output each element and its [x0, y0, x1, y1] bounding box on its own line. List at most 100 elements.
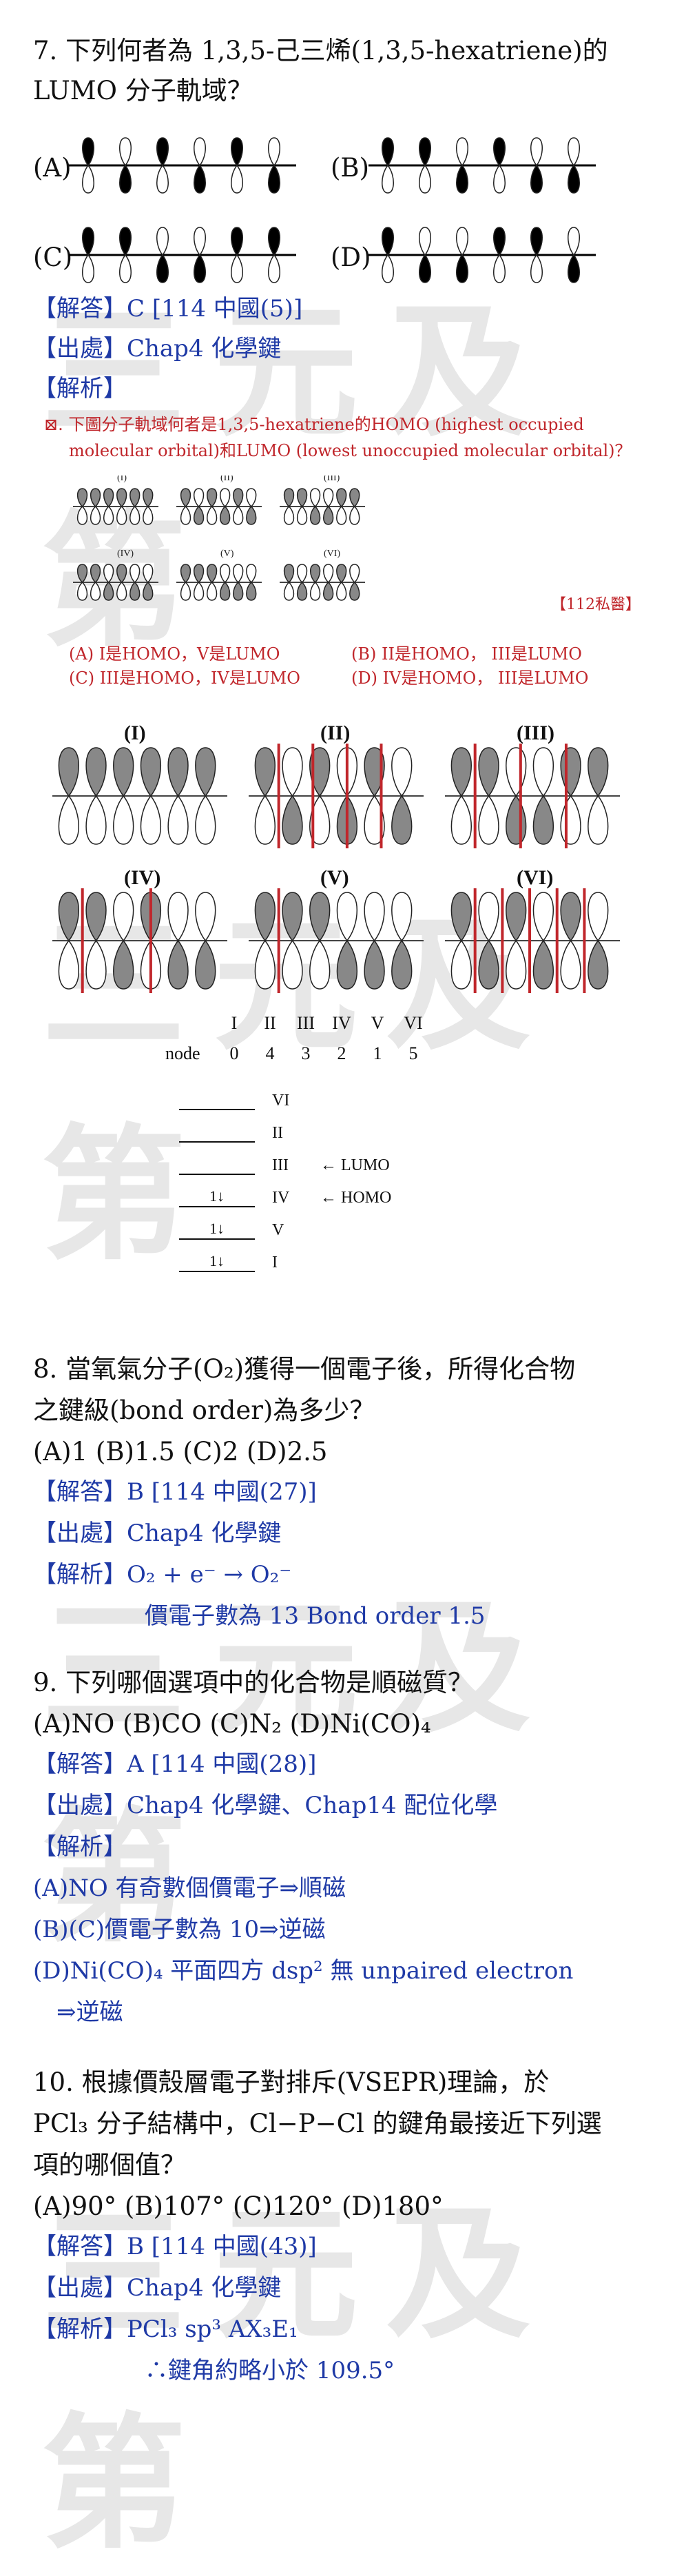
orbital-lobe — [349, 581, 360, 601]
orbital-lobe — [219, 505, 231, 525]
orbital-lobe — [364, 939, 385, 990]
orbital-lobe — [560, 892, 581, 942]
orbital-lobe — [113, 939, 134, 990]
orbital-panel-label: (V) — [320, 866, 349, 889]
orbital-lobe — [282, 939, 303, 990]
orbital-lobe — [296, 564, 308, 584]
q9-source: 【出處】Chap4 化學鍵、Chap14 配位化學 — [33, 1792, 498, 1819]
orbital-lobe — [85, 747, 107, 797]
q7-option-c-orbitals — [69, 227, 296, 283]
orbital-lobe — [143, 505, 154, 525]
orbital-lobe — [206, 564, 218, 584]
orbital-lobe — [478, 939, 499, 990]
node-table-header: IV — [332, 1013, 351, 1033]
orbital-lobe — [129, 488, 141, 508]
orbital-panel-label: (III) — [517, 722, 554, 744]
orbital-lobe — [309, 747, 331, 797]
p-orbital-lobe — [156, 254, 169, 283]
orbital-lobe — [206, 505, 218, 525]
ref-orbital-label: (VI) — [324, 549, 340, 559]
orbital-lobe — [450, 747, 473, 797]
q10-stem-line3: 項的哪個值？ — [33, 2150, 186, 2180]
orbital-lobe — [143, 564, 154, 584]
orbital-lobe — [58, 795, 80, 845]
orbital-lobe — [113, 795, 134, 845]
orbital-lobe — [588, 892, 609, 942]
p-orbital-lobe — [493, 164, 506, 194]
node-table-label: node — [165, 1043, 200, 1063]
orbital-lobe — [76, 505, 88, 525]
q7-option-a-orbitals — [69, 137, 296, 194]
p-orbital-lobe — [382, 254, 394, 283]
q7-option-b-orbitals — [368, 137, 596, 194]
p-orbital-lobe — [493, 254, 506, 283]
q7-source: 【出處】Chap4 化學鍵 — [33, 335, 282, 362]
ref-title-line1: ⊠. 下圖分子軌域何者是1,3,5-hexatriene的HOMO (highe… — [44, 415, 584, 434]
q7-stem-line2: LUMO 分子軌域？ — [33, 76, 253, 105]
orbital-lobe — [336, 505, 347, 525]
orbital-lobe — [167, 795, 189, 845]
node-table-value: 1 — [373, 1043, 382, 1063]
orbital-lobe — [336, 939, 358, 990]
orbital-lobe — [90, 488, 101, 508]
orbital-lobe — [296, 505, 308, 525]
p-orbital-lobe — [231, 137, 243, 167]
orbital-lobe — [349, 505, 360, 525]
orbital-lobe — [180, 564, 191, 584]
orbital-lobe — [506, 795, 527, 845]
orbital-lobe — [322, 488, 334, 508]
orbital-lobe — [532, 939, 554, 990]
q7-option-d-orbitals — [368, 227, 596, 283]
node-table-header: I — [231, 1013, 238, 1033]
orbital-lobe — [90, 581, 101, 601]
orbital-lobe — [233, 564, 244, 584]
orbital-lobe — [103, 564, 114, 584]
orbital-lobe — [254, 939, 276, 990]
p-orbital-lobe — [456, 164, 468, 194]
q9-options: (A)NO (B)CO (C)N₂ (D)Ni(CO)₄ — [33, 1709, 431, 1739]
orbital-lobe — [58, 747, 80, 797]
orbital-lobe — [76, 564, 88, 584]
frontier-orbital-arrow: ← HOMO — [320, 1189, 391, 1207]
p-orbital-lobe — [268, 254, 280, 283]
orbital-lobe — [309, 505, 321, 525]
orbital-lobe — [296, 581, 308, 601]
orbital-lobe — [364, 747, 385, 797]
orbital-lobe — [283, 564, 295, 584]
orbital-lobe — [246, 564, 257, 584]
p-orbital-lobe — [419, 227, 431, 256]
p-orbital-lobe — [194, 137, 206, 167]
ref-option-b: (B) II是HOMO， III是LUMO — [351, 644, 582, 664]
orbital-lobe — [450, 892, 473, 942]
orbital-panel-label: (I) — [124, 722, 146, 744]
orbital-lobe — [336, 581, 347, 601]
orbital-lobe — [58, 892, 80, 942]
q8-source: 【出處】Chap4 化學鍵 — [33, 1520, 282, 1547]
orbital-lobe — [116, 564, 127, 584]
orbital-lobe — [506, 747, 527, 797]
orbital-lobe — [282, 747, 303, 797]
orbital-lobe — [85, 939, 107, 990]
orbital-lobe — [180, 505, 191, 525]
orbital-lobe — [322, 581, 334, 601]
orbital-lobe — [283, 488, 295, 508]
q9-analysis-d: (D)Ni(CO)₄ 平面四方 dsp² 無 unpaired electron — [33, 1957, 574, 1985]
orbital-lobe — [282, 795, 303, 845]
ref-option-a: (A) I是HOMO，V是LUMO — [69, 644, 280, 664]
orbital-lobe — [219, 564, 231, 584]
p-orbital-lobe — [568, 137, 580, 167]
orbital-lobe — [246, 581, 257, 601]
orbital-lobe — [233, 488, 244, 508]
p-orbital-lobe — [156, 164, 169, 194]
orbital-lobe — [116, 488, 127, 508]
orbital-panel-label: (IV) — [124, 866, 160, 889]
p-orbital-lobe — [456, 227, 468, 256]
orbital-lobe — [532, 795, 554, 845]
q10-stem-line2: PCl₃ 分子結構中，Cl−P−Cl 的鍵角最接近下列選 — [33, 2109, 602, 2138]
orbital-lobe — [254, 747, 276, 797]
p-orbital-lobe — [194, 164, 206, 194]
orbital-lobe — [219, 581, 231, 601]
q9-analysis-a: (A)NO 有奇數個價電子⇒順磁 — [33, 1874, 346, 1902]
p-orbital-lobe — [156, 227, 169, 256]
